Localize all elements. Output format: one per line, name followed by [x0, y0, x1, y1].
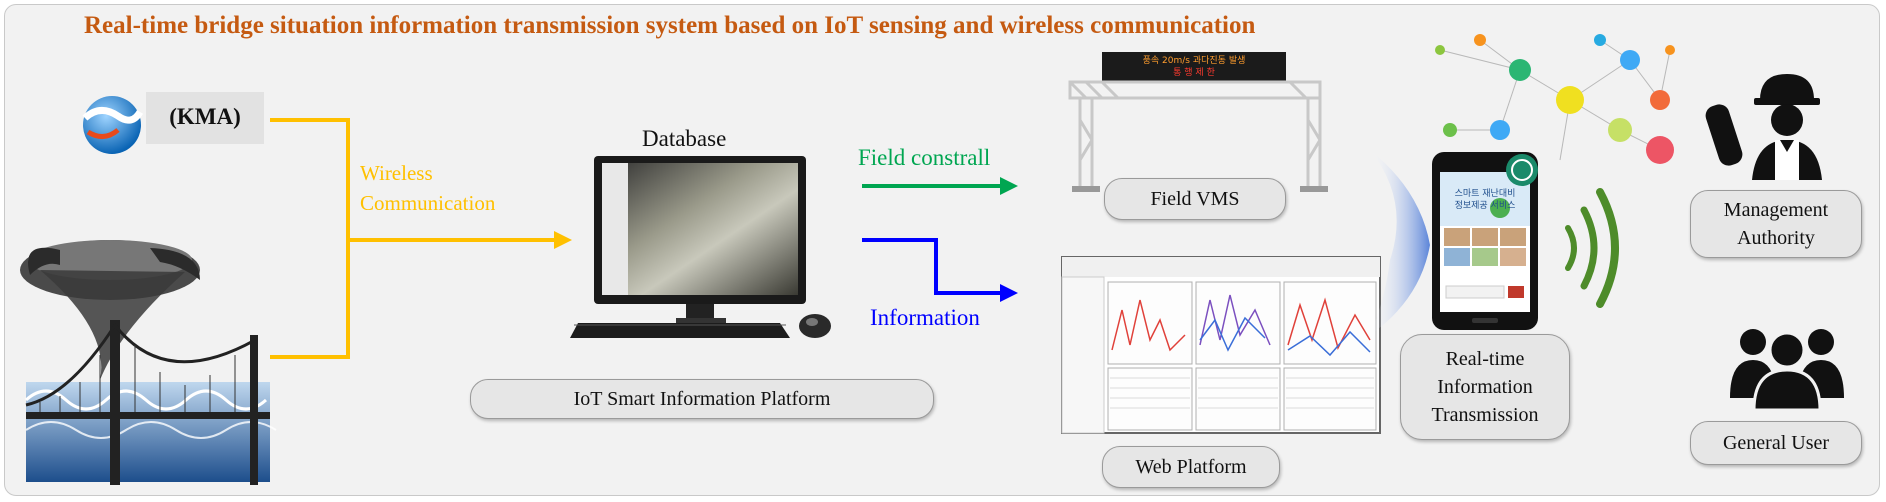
management-line-2: Authority [1737, 227, 1815, 249]
iot-platform-pill: IoT Smart Information Platform [470, 379, 934, 419]
wireless-connector [270, 118, 556, 359]
engineer-icon [1705, 74, 1822, 180]
kma-label-box [146, 92, 264, 144]
transmission-flow-arrow [1370, 150, 1430, 335]
realtime-line-2: Information [1437, 376, 1533, 398]
realtime-transmission-pill: Real-time Information Transmission [1400, 334, 1570, 440]
web-platform-pill: Web Platform [1102, 446, 1280, 488]
management-line-1: Management [1723, 199, 1829, 221]
field-vms-label: Field VMS [1150, 188, 1240, 210]
typhoon-bridge-image [20, 240, 277, 485]
diagram-title: Real-time bridge situation information t… [84, 12, 1256, 39]
iot-network-icon [1435, 34, 1675, 164]
kma-logo-icon [82, 96, 144, 154]
database-label: Database [642, 126, 727, 151]
realtime-line-3: Transmission [1431, 404, 1539, 426]
web-platform-screenshot [1061, 256, 1381, 434]
management-authority-pill: Management Authority [1690, 190, 1862, 258]
wireless-label-line-2: Communication [360, 191, 496, 215]
smartphone-icon [1432, 152, 1538, 330]
information-arrow [862, 238, 1000, 295]
wireless-label-line-1: Wireless [360, 161, 433, 185]
wireless-label: Wireless Communication [360, 158, 495, 218]
field-vms-pill: Field VMS [1104, 178, 1286, 220]
web-platform-label: Web Platform [1135, 456, 1247, 478]
realtime-line-1: Real-time [1445, 348, 1525, 370]
phone-banner-line-2: 정보제공 서비스 [1454, 201, 1516, 211]
vms-sign-line-1: 풍속 20m/s 과다진동 발생 [1142, 56, 1246, 66]
wireless-arrowhead [554, 231, 572, 249]
field-control-label: Field constrall [858, 145, 991, 170]
users-group-icon [1730, 329, 1844, 412]
general-user-label: General User [1722, 432, 1830, 454]
kma-label: (KMA) [169, 104, 241, 129]
iot-platform-label: IoT Smart Information Platform [573, 388, 831, 410]
vms-gantry-image [1068, 52, 1328, 192]
vms-sign-line-2: 통 행 제 한 [1173, 68, 1215, 78]
information-label: Information [870, 305, 980, 330]
database-computer-icon [570, 156, 831, 338]
information-arrowhead [1000, 284, 1018, 302]
general-user-pill: General User [1690, 421, 1862, 465]
wireless-signal-icon [1565, 188, 1619, 308]
field-control-arrowhead [1000, 177, 1018, 195]
phone-banner-line-1: 스마트 재난대비 [1454, 189, 1516, 199]
